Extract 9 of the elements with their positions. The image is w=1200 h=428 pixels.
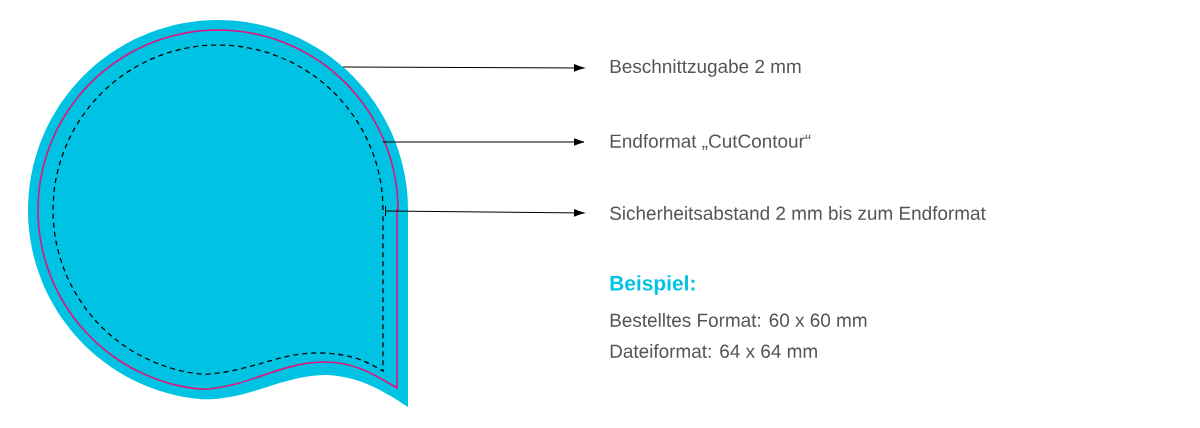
callout-text: Endformat „CutContour“ <box>610 133 811 151</box>
leader-line <box>384 205 585 217</box>
note-text: Dateiformat: 64 x 64 mm <box>610 344 817 358</box>
leader-line <box>342 64 585 72</box>
callout-text: Sicherheitsabstand 2 mm bis zum Endformat <box>610 206 986 220</box>
note-text: Bestelltes Format: 60 x 60 mm <box>610 313 867 327</box>
callout-text: Beschnittzugabe 2 mm <box>610 59 801 77</box>
heading: Beispiel: <box>610 275 695 295</box>
leader-line <box>382 138 585 146</box>
